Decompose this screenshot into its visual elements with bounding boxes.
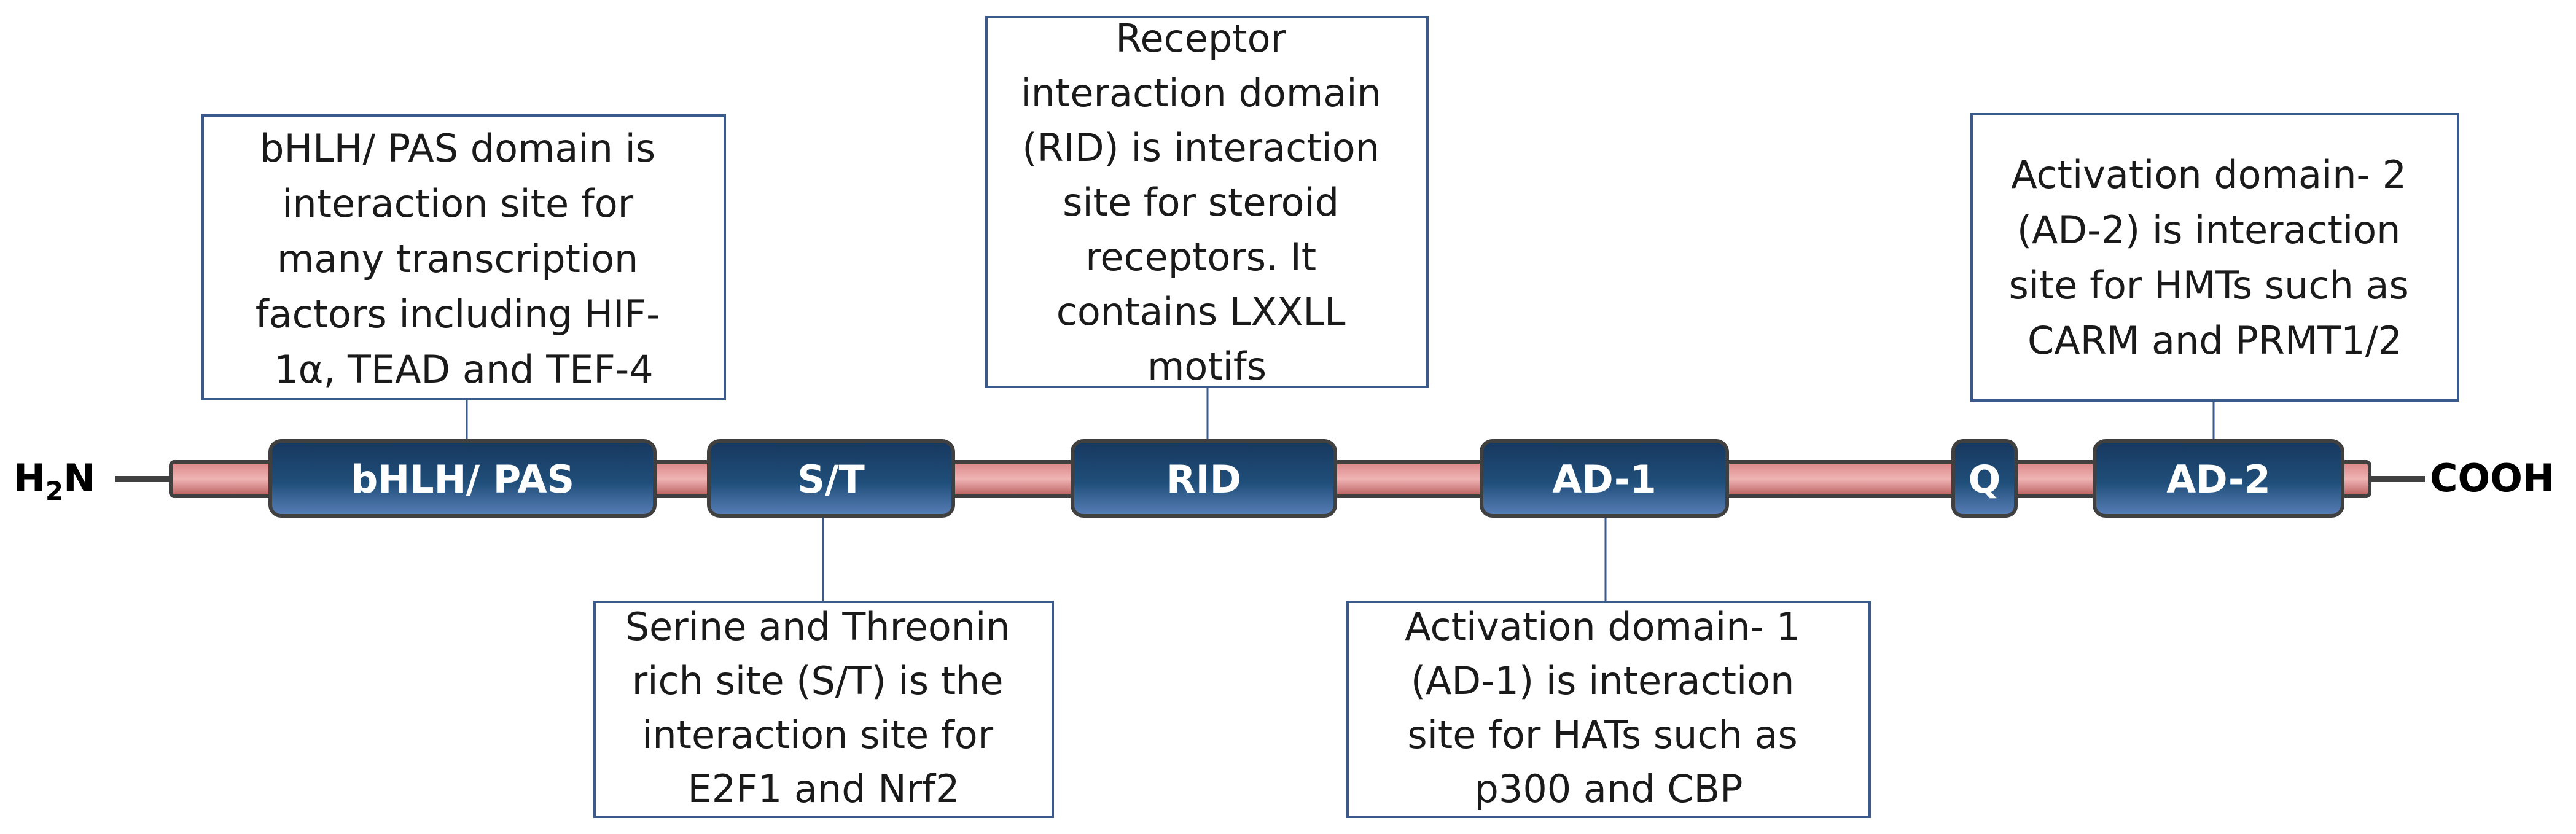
annotation-bhlh-pas-line: 1α, TEAD and TEF-4 <box>274 347 654 392</box>
annotation-bhlh-pas-line: factors including HIF- <box>256 292 660 337</box>
annotation-rid-line: motifs <box>1147 344 1267 389</box>
domain-ad1: AD-1 <box>1480 439 1729 518</box>
domain-ad1-label: AD-1 <box>1552 457 1656 502</box>
domain-q: Q <box>1951 439 2018 518</box>
annotation-ad2-line: CARM and PRMT1/2 <box>2028 318 2402 363</box>
annotation-st-box <box>593 601 1054 818</box>
domain-st: S/T <box>707 439 955 518</box>
domain-bhlh-pas: bHLH/ PAS <box>268 439 657 518</box>
domain-st-box <box>707 439 955 518</box>
annotation-ad2: Activation domain- 2 (AD-2) is interacti… <box>1970 113 2459 402</box>
annotation-ad1-line: (AD-1) is interaction <box>1411 658 1795 703</box>
domain-rid-label: RID <box>1166 457 1241 502</box>
domain-ad2-label: AD-2 <box>2166 457 2270 502</box>
n-terminus-n: N <box>63 456 95 501</box>
annotation-st-text: Serine and Threonin rich site (S/T) is t… <box>625 604 1023 811</box>
annotation-ad1-line: site for HATs such as <box>1407 712 1797 757</box>
annotation-ad1-text: Activation domain- 1 (AD-1) is interacti… <box>1405 604 1813 811</box>
domain-q-label: Q <box>1969 457 2001 502</box>
annotation-rid-line: (RID) is interaction <box>1022 125 1380 170</box>
annotation-st-line: rich site (S/T) is the <box>632 658 1004 703</box>
annotation-ad1: Activation domain- 1 (AD-1) is interacti… <box>1346 601 1871 818</box>
annotation-bhlh-pas-line: interaction site for <box>282 181 633 226</box>
annotation-ad2-line: (AD-2) is interaction <box>2017 208 2401 252</box>
domain-ad2-box <box>2093 439 2344 518</box>
annotation-rid-line: interaction domain <box>1021 71 1381 115</box>
domain-st-label: S/T <box>797 457 865 502</box>
annotation-rid-line: Receptor <box>1115 16 1286 61</box>
annotation-ad2-text: Activation domain- 2 (AD-2) is interacti… <box>2008 152 2421 363</box>
domain-q-box <box>1951 439 2018 518</box>
annotation-rid-line: receptors. It <box>1085 235 1316 279</box>
n-terminus-h: H <box>14 456 45 501</box>
annotation-st-line: Serine and Threonin <box>625 604 1010 649</box>
annotation-rid: Receptor interaction domain (RID) is int… <box>985 16 1429 389</box>
domain-bhlh-pas-box <box>268 439 657 518</box>
annotation-rid-line: site for steroid <box>1063 180 1339 225</box>
annotation-bhlh-pas-line: bHLH/ PAS domain is <box>260 126 655 171</box>
annotation-rid-line: contains LXXLL <box>1056 289 1346 334</box>
annotation-bhlh-pas: bHLH/ PAS domain is interaction site for… <box>201 114 726 400</box>
domain-ad1-box <box>1480 439 1729 518</box>
domain-ad2: AD-2 <box>2093 439 2344 518</box>
annotation-ad1-line: p300 and CBP <box>1475 766 1743 811</box>
domain-bhlh-pas-label: bHLH/ PAS <box>351 457 574 502</box>
annotation-ad1-box <box>1346 601 1871 818</box>
n-terminus-subscript: 2 <box>45 476 63 506</box>
annotation-bhlh-pas-box <box>201 114 726 400</box>
annotation-rid-box <box>985 16 1429 388</box>
annotation-ad2-line: Activation domain- 2 <box>2011 152 2406 197</box>
annotation-ad2-box <box>1970 113 2459 402</box>
n-terminus-label: H2N <box>14 456 95 506</box>
annotation-bhlh-pas-text: bHLH/ PAS domain is interaction site for… <box>256 126 672 392</box>
annotation-st: Serine and Threonin rich site (S/T) is t… <box>593 601 1054 818</box>
domain-rid: RID <box>1071 439 1337 518</box>
c-terminus-label: COOH <box>2430 456 2555 501</box>
annotation-rid-text: Receptor interaction domain (RID) is int… <box>1021 16 1394 389</box>
annotation-bhlh-pas-line: many transcription <box>277 236 638 281</box>
annotation-ad2-line: site for HMTs such as <box>2008 263 2408 308</box>
annotation-st-line: E2F1 and Nrf2 <box>688 766 960 811</box>
domain-rid-box <box>1071 439 1337 518</box>
annotation-st-line: interaction site for <box>642 712 993 757</box>
annotation-ad1-line: Activation domain- 1 <box>1405 604 1800 649</box>
